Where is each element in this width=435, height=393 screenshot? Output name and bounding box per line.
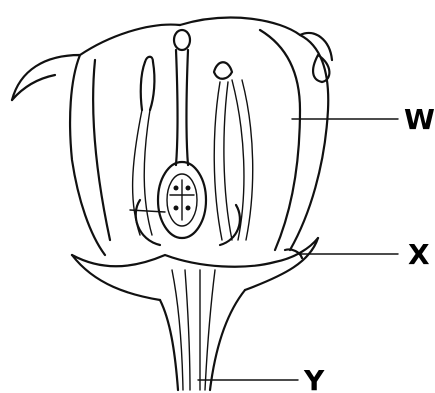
label-y: Y xyxy=(303,364,325,393)
left-petal xyxy=(12,55,105,255)
receptacle xyxy=(72,238,318,390)
label-w: W xyxy=(404,103,435,136)
right-stamen xyxy=(214,62,232,240)
pistil xyxy=(158,30,206,238)
right-petal xyxy=(260,30,329,250)
far-right-stamen xyxy=(232,80,253,240)
label-x: X xyxy=(408,238,430,271)
